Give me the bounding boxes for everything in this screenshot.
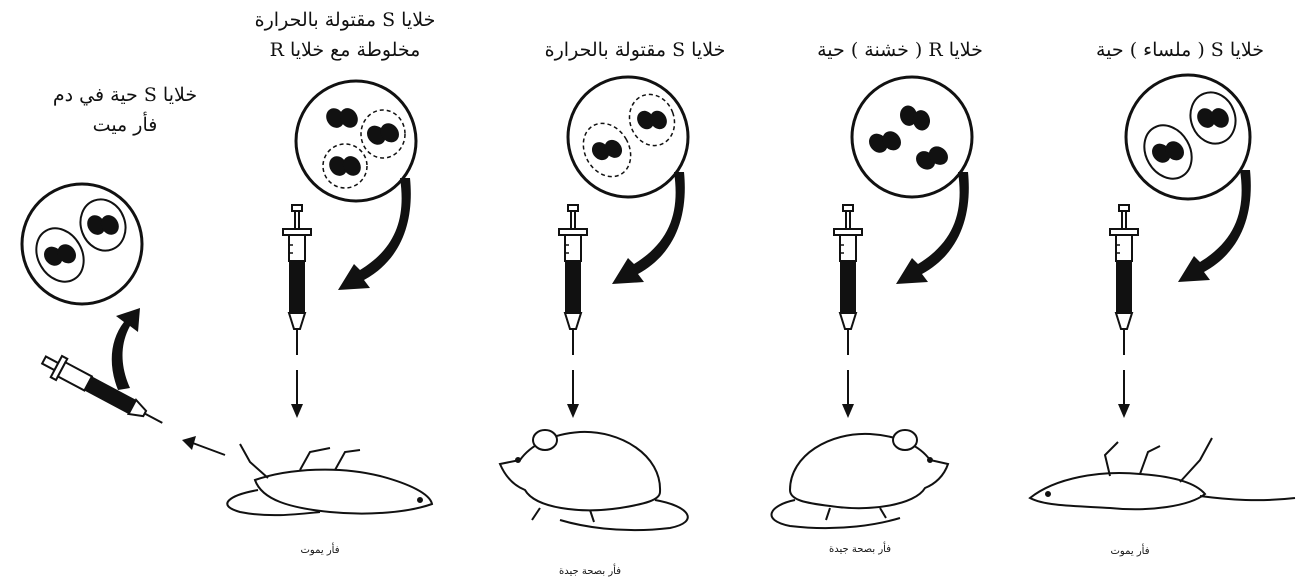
syringe-icon [1110, 205, 1138, 355]
cells-magnifier-circle [1126, 75, 1250, 199]
caption-mouse-dies: فأر يموت [280, 545, 360, 557]
panel-live-r-cells [771, 77, 972, 528]
down-arrow-icon [1118, 370, 1130, 418]
healthy-mouse-icon [771, 430, 948, 528]
down-arrow-icon [291, 370, 303, 418]
down-arrow-icon [842, 370, 854, 418]
healthy-mouse-icon [500, 430, 688, 530]
down-arrow-icon [567, 370, 579, 418]
label-heat-killed-s-line1: خلايا S مقتولة بالحرارة [215, 8, 475, 33]
panel-heat-killed-s [500, 77, 688, 530]
syringe-icon [283, 205, 311, 355]
dead-mouse-icon [1030, 438, 1295, 509]
cells-magnifier-circle [852, 77, 972, 197]
syringe-icon [559, 205, 587, 355]
panel-heat-killed-s-plus-r [227, 81, 432, 515]
label-heat-killed-s-line2: مخلوطة مع خلايا R [215, 38, 475, 63]
extraction-arrow [190, 442, 225, 455]
cells-magnifier-circle [22, 184, 142, 304]
caption-mouse-dies: فأر يموت [1090, 546, 1170, 558]
label-live-s-cells: خلايا S ( ملساء ) حية [1060, 38, 1300, 63]
label-live-s-in-blood-line2: فأر ميت [0, 113, 250, 138]
label-live-s-in-blood-line1: خلايا S حية في دم [0, 83, 250, 108]
cells-magnifier-circle [568, 77, 688, 197]
caption-mouse-healthy: فأر بصحة جيدة [810, 544, 910, 556]
panel-result-live-s-in-blood [22, 184, 225, 455]
panel-live-s-cells [1030, 75, 1295, 509]
syringe-icon [834, 205, 862, 355]
syringe-icon [38, 349, 168, 433]
label-live-r-cells: خلايا R ( خشنة ) حية [780, 38, 1020, 63]
pointer-arrow-icon [112, 308, 140, 390]
dead-mouse-icon [227, 444, 432, 515]
arrow-head-icon [182, 436, 196, 450]
label-heat-killed-s: خلايا S مقتولة بالحرارة [505, 38, 765, 63]
caption-mouse-healthy: فأر بصحة جيدة [540, 566, 640, 578]
cells-magnifier-circle [296, 81, 416, 201]
